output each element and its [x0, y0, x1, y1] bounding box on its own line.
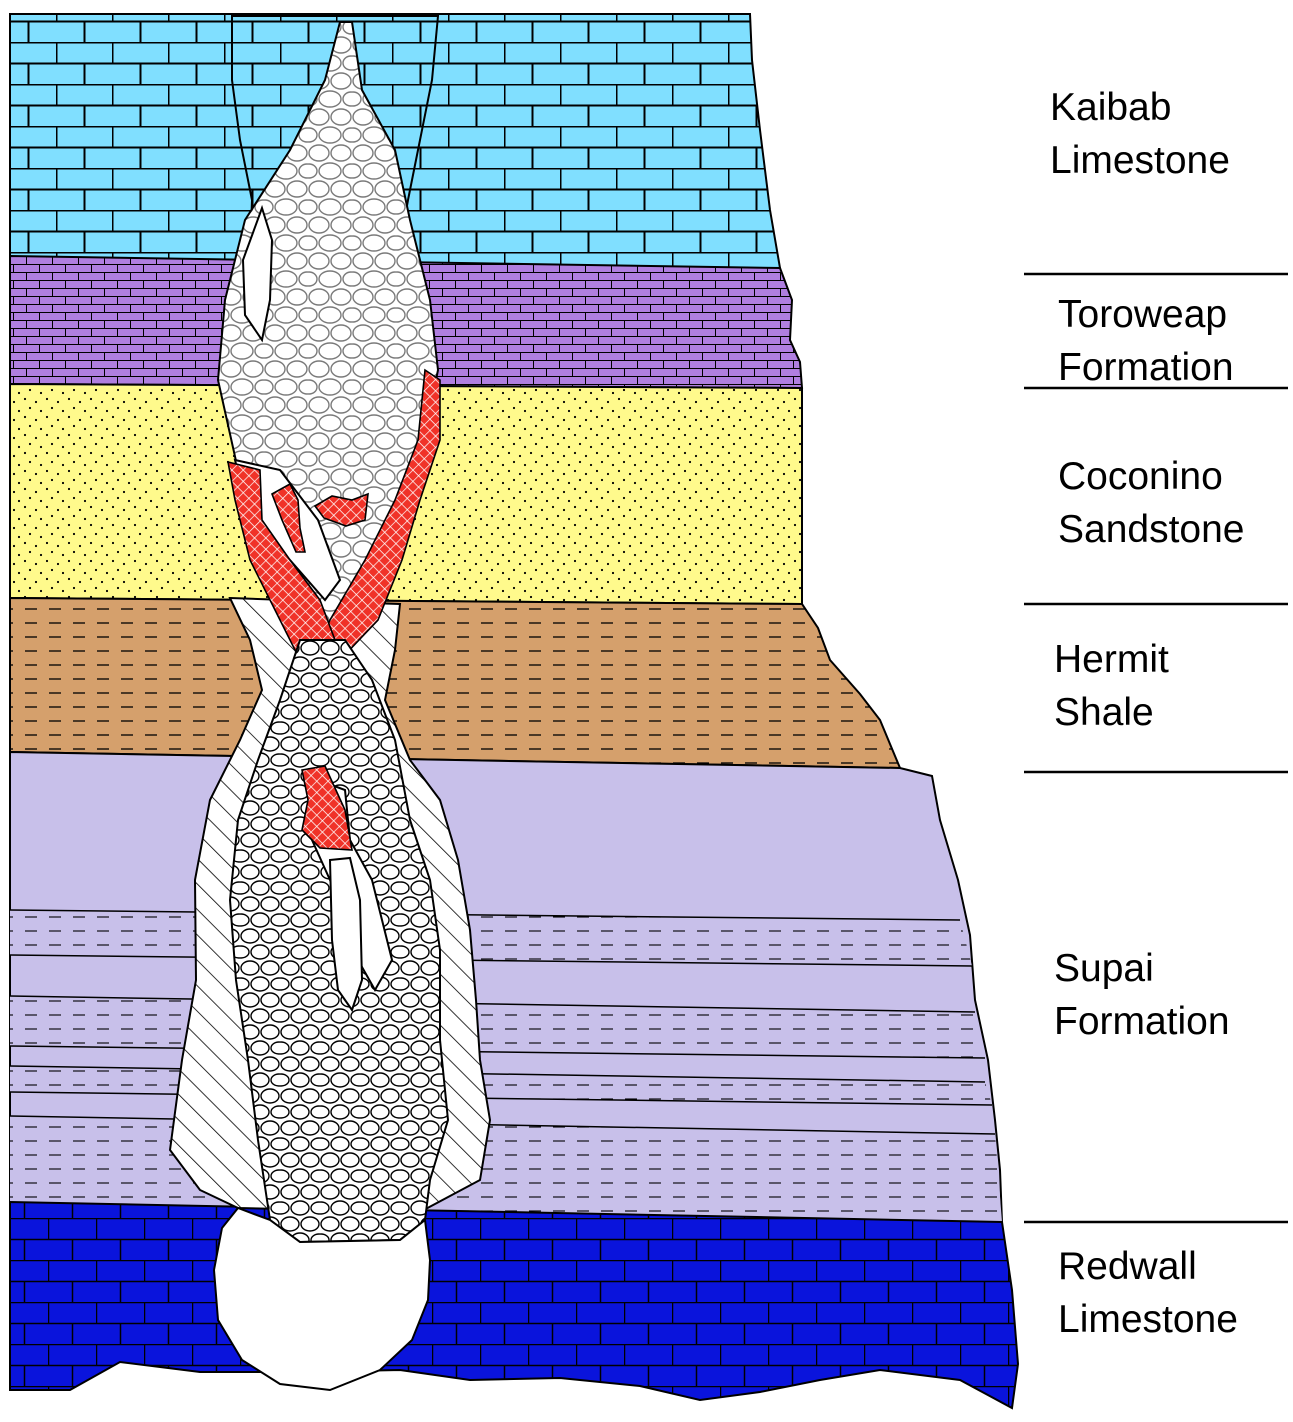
label-line: Hermit	[1054, 633, 1169, 686]
label-line: Toroweap	[1058, 288, 1234, 341]
label-line: Limestone	[1058, 1293, 1238, 1346]
label-supai-formation: Supai Formation	[1054, 942, 1230, 1048]
label-line: Kaibab	[1050, 81, 1230, 134]
hermit-shale-layer	[10, 598, 900, 768]
label-line: Supai	[1054, 942, 1230, 995]
layer-divider	[1024, 274, 1288, 1222]
label-coconino-sandstone: Coconino Sandstone	[1058, 450, 1245, 556]
label-line: Shale	[1054, 686, 1169, 739]
label-line: Formation	[1058, 341, 1234, 394]
label-line: Limestone	[1050, 134, 1230, 187]
label-line: Formation	[1054, 995, 1230, 1048]
label-line: Redwall	[1058, 1240, 1238, 1293]
label-line: Sandstone	[1058, 503, 1245, 556]
label-hermit-shale: Hermit Shale	[1054, 633, 1169, 739]
redwall-limestone-layer	[10, 1202, 1018, 1408]
label-toroweap-formation: Toroweap Formation	[1058, 288, 1234, 394]
label-kaibab-limestone: Kaibab Limestone	[1050, 81, 1230, 187]
label-redwall-limestone: Redwall Limestone	[1058, 1240, 1238, 1346]
label-line: Coconino	[1058, 450, 1245, 503]
